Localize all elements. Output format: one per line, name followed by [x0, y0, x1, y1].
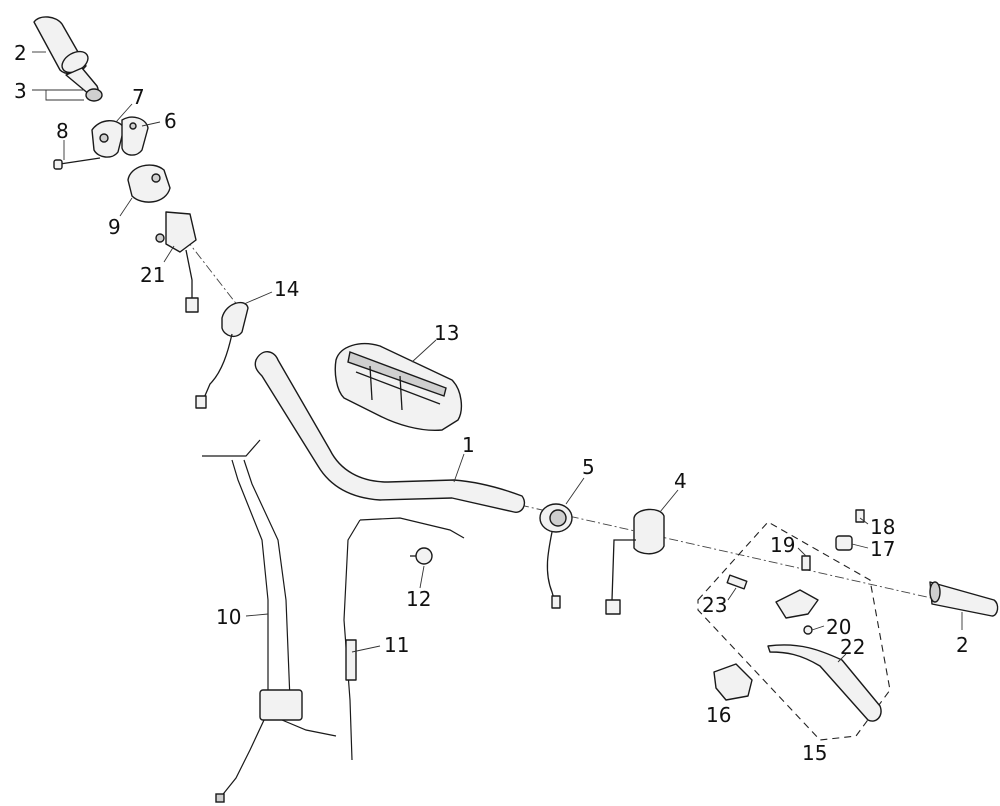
throttle-cable-10 — [202, 439, 337, 803]
callout-19: 19 — [770, 533, 795, 557]
leader-22 — [837, 653, 847, 663]
callout-14: 14 — [274, 277, 299, 301]
callout-20: 20 — [826, 615, 851, 639]
screw-8 — [53, 157, 101, 170]
instrument-cluster-13 — [334, 342, 463, 432]
switch-5 — [539, 503, 573, 609]
left-grip — [33, 16, 103, 102]
switch-housing-7 — [91, 120, 125, 158]
callout-13: 13 — [434, 321, 459, 345]
handlebar-1 — [254, 351, 526, 513]
leader-7 — [115, 103, 133, 123]
leader-11 — [351, 645, 381, 653]
callout-21: 21 — [140, 263, 165, 287]
right-grip — [929, 581, 999, 617]
callout-8: 8 — [56, 119, 69, 143]
leader-10 — [245, 613, 269, 617]
callout-10: 10 — [216, 605, 241, 629]
callout-15: 15 — [802, 741, 827, 765]
callout-17: 17 — [870, 537, 895, 561]
leader-9 — [119, 197, 133, 217]
callout-9: 9 — [108, 215, 121, 239]
callout-18: 18 — [870, 515, 895, 539]
callout-16: 16 — [706, 703, 731, 727]
adjuster-12 — [410, 547, 433, 565]
switch-14 — [195, 301, 249, 409]
leader-4 — [659, 489, 679, 513]
callout-12: 12 — [406, 587, 431, 611]
leader-13 — [411, 339, 437, 363]
clutch-cable-11 — [343, 517, 465, 761]
leader-1 — [453, 453, 465, 483]
left-switch-21 — [155, 211, 199, 313]
switch-housing-6 — [121, 116, 149, 156]
callout-2-left-grip: 2 — [14, 41, 27, 65]
callout-2-right-grip: 2 — [956, 633, 969, 657]
callout-6: 6 — [164, 109, 177, 133]
leader-21 — [163, 245, 175, 263]
callout-7: 7 — [132, 85, 145, 109]
leader-5 — [565, 477, 585, 505]
leader-23 — [727, 587, 737, 601]
callout-3: 3 — [14, 79, 27, 103]
leader-20 — [811, 625, 825, 631]
callout-5: 5 — [582, 455, 595, 479]
leader-3 — [32, 89, 84, 101]
leader-14 — [243, 291, 273, 305]
right-switch-4 — [605, 508, 665, 615]
leader-18 — [859, 517, 869, 525]
leader-12 — [419, 565, 425, 589]
callout-4: 4 — [674, 469, 687, 493]
callout-11: 11 — [384, 633, 409, 657]
assembly-axis-right — [519, 504, 941, 601]
leader-17 — [851, 543, 869, 549]
callout-1: 1 — [462, 433, 475, 457]
leader-19 — [797, 547, 807, 557]
callout-22: 22 — [840, 635, 865, 659]
lever-assembly-group-15 — [697, 509, 891, 741]
callout-23: 23 — [702, 593, 727, 617]
throttle-housing-9 — [127, 164, 171, 203]
leader-6 — [141, 121, 161, 127]
